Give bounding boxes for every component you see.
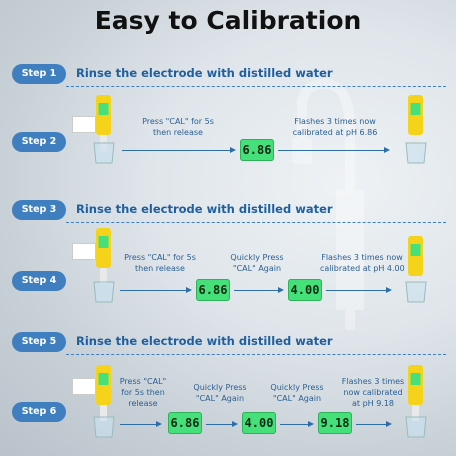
step-6-arrow-3 bbox=[280, 420, 314, 427]
step-4-badge: Step 4 bbox=[12, 271, 66, 291]
step-4-arrow-2 bbox=[234, 286, 284, 293]
beaker-icon bbox=[405, 142, 427, 164]
step-4-arrow-3 bbox=[326, 286, 392, 293]
step-5-badge: Step 5 bbox=[12, 332, 66, 352]
buffer-sachet-icon bbox=[72, 116, 96, 133]
step-2-arrow-2 bbox=[278, 146, 390, 153]
step-6-note-2: Quickly Press "CAL" Again bbox=[193, 383, 247, 403]
step-4-lcd-2: 4.00 bbox=[288, 279, 322, 301]
step-6-arrow-4 bbox=[356, 420, 392, 427]
step-6-note-3: Quickly Press "CAL" Again bbox=[270, 383, 324, 403]
step-6-lcd-3: 9.18 bbox=[318, 412, 352, 434]
step-4-arrow-1 bbox=[120, 286, 192, 293]
beaker-icon bbox=[93, 281, 115, 303]
step-2-arrow-1 bbox=[122, 146, 236, 153]
step-6-note-4: Flashes 3 times now calibrated at pH 9.1… bbox=[341, 377, 405, 408]
step-6-arrow-2 bbox=[206, 420, 238, 427]
step-3-divider bbox=[66, 222, 446, 223]
step-1-badge: Step 1 bbox=[12, 64, 66, 84]
beaker-icon bbox=[405, 281, 427, 303]
beaker-icon bbox=[405, 416, 427, 438]
step-6-lcd-2: 4.00 bbox=[242, 412, 276, 434]
step-6-note-1: Press "CAL" for 5s then release bbox=[119, 377, 167, 408]
buffer-sachet-icon bbox=[72, 378, 96, 395]
step-6-badge: Step 6 bbox=[12, 402, 66, 422]
step-3-text: Rinse the electrode with distilled water bbox=[76, 202, 333, 216]
step-4-lcd-1: 6.86 bbox=[196, 279, 230, 301]
step-5-text: Rinse the electrode with distilled water bbox=[76, 334, 333, 348]
step-1-divider bbox=[66, 86, 446, 87]
step-1-text: Rinse the electrode with distilled water bbox=[76, 66, 333, 80]
step-3-badge: Step 3 bbox=[12, 200, 66, 220]
beaker-icon bbox=[93, 142, 115, 164]
ph-meter-icon bbox=[96, 228, 111, 284]
ph-meter-icon bbox=[96, 365, 111, 421]
step-6-arrow-1 bbox=[120, 420, 162, 427]
step-2-note-2: Flashes 3 times now calibrated at pH 6.8… bbox=[292, 117, 378, 137]
step-4-note-1: Press "CAL" for 5s then release bbox=[124, 253, 196, 273]
step-4-note-3: Flashes 3 times now calibrated at pH 4.0… bbox=[320, 253, 405, 273]
step-5-divider bbox=[66, 354, 446, 355]
step-2-lcd-1: 6.86 bbox=[240, 139, 274, 161]
ph-meter-icon bbox=[408, 365, 423, 421]
page-title: Easy to Calibration bbox=[94, 6, 362, 35]
step-2-badge: Step 2 bbox=[12, 132, 66, 152]
step-4-note-2: Quickly Press "CAL" Again bbox=[230, 253, 284, 273]
buffer-sachet-icon bbox=[72, 243, 96, 260]
step-6-lcd-1: 6.86 bbox=[168, 412, 202, 434]
beaker-icon bbox=[93, 416, 115, 438]
step-2-note-1: Press "CAL" for 5s then release bbox=[142, 117, 214, 137]
